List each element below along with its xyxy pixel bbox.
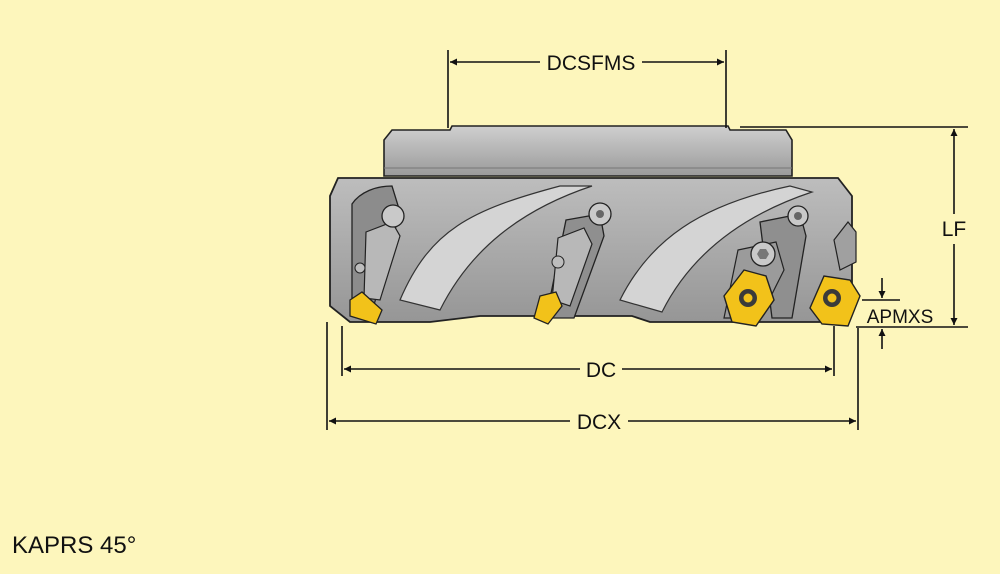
- chip-flute-1: [399, 185, 593, 311]
- label-dcx: DCX: [577, 411, 621, 434]
- label-apmxs: APMXS: [867, 307, 934, 328]
- dimension-lines: [326, 50, 968, 430]
- label-dc: DC: [586, 359, 616, 382]
- label-lf: LF: [942, 218, 967, 241]
- cutter-hub: [383, 125, 793, 177]
- insert-1: [349, 291, 383, 325]
- chip-flute-2: [619, 185, 815, 313]
- clamp-screw-1: [381, 204, 405, 228]
- cutter-body: [329, 125, 857, 323]
- cutting-inserts: [349, 269, 861, 327]
- diagram-caption: KAPRS 45°: [12, 532, 137, 559]
- label-dcsfms: DCSFMS: [547, 52, 636, 75]
- insert-2: [533, 291, 563, 325]
